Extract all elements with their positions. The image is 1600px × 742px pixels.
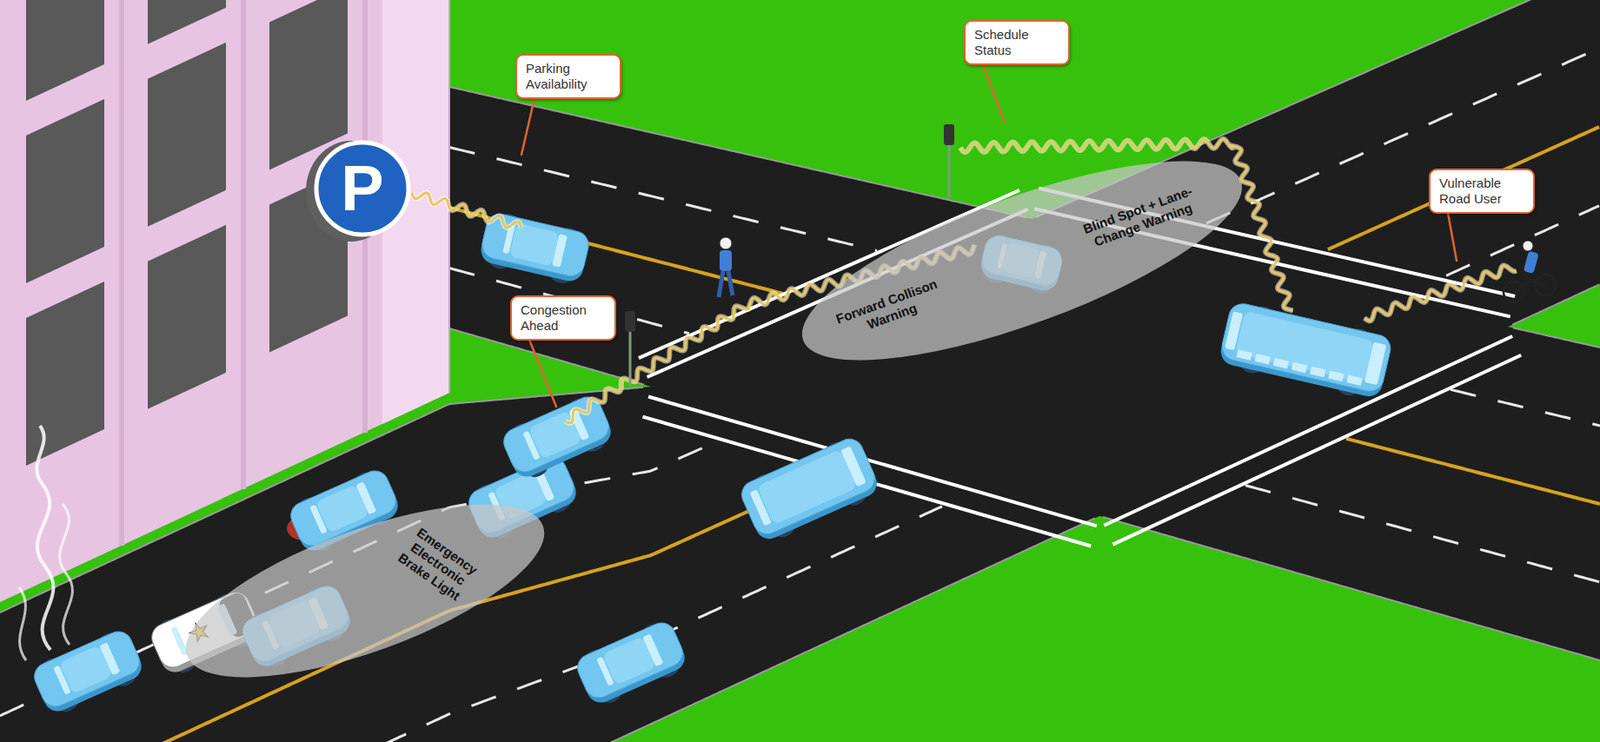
car-rear-window xyxy=(170,626,189,657)
zone-shape xyxy=(779,119,1266,403)
cyclist-body xyxy=(1523,251,1540,274)
callout-text: Schedule Status xyxy=(974,26,1058,59)
car-body xyxy=(573,618,688,703)
warning-zone: Forward Collison WarningBlind Spot + Lan… xyxy=(779,119,1266,403)
building-pillar xyxy=(240,0,246,490)
car-roof xyxy=(1234,311,1374,384)
car-windshield xyxy=(355,481,377,515)
bus-window xyxy=(1291,362,1308,374)
callout-text: Parking Availability xyxy=(525,60,610,93)
car-windshield xyxy=(99,642,120,676)
signal-wave-halo xyxy=(1364,265,1517,322)
callout-box: Vulnerable Road User xyxy=(1428,168,1535,214)
building-window xyxy=(147,0,226,45)
car-windshield xyxy=(1364,342,1388,386)
sign-disc xyxy=(316,142,409,235)
traffic-light-pole xyxy=(948,143,951,199)
bus-window xyxy=(1309,366,1326,379)
traffic-light xyxy=(624,311,636,332)
car-windshield xyxy=(551,233,568,268)
callout-box: Schedule Status xyxy=(963,19,1070,66)
car-rear-window xyxy=(596,657,615,687)
bicycle-frame xyxy=(1513,272,1546,293)
car-roof xyxy=(509,223,560,267)
car-body xyxy=(1219,300,1394,394)
callout-box: Parking Availability xyxy=(515,53,622,100)
callout-box: Congestion Ahead xyxy=(510,295,617,341)
car-roof xyxy=(756,449,858,525)
cyclist xyxy=(1503,240,1556,303)
pedestrian-head xyxy=(719,237,732,250)
bus-window xyxy=(1273,358,1289,370)
callout-pointer xyxy=(529,339,557,407)
bus-window xyxy=(1235,349,1252,361)
building-pillar xyxy=(119,0,125,546)
signal-wave xyxy=(411,192,522,228)
building-edge xyxy=(448,0,451,393)
callout-text: Congestion Ahead xyxy=(520,302,605,334)
car-windshield xyxy=(840,445,867,487)
car-windshield xyxy=(642,633,664,667)
signal-wave xyxy=(1364,265,1517,322)
bus-window xyxy=(1327,371,1344,383)
road-edge xyxy=(0,0,1537,613)
pedestrian-leg xyxy=(728,271,733,296)
pedestrian xyxy=(718,237,733,298)
building-window xyxy=(26,0,105,101)
callout-text: Vulnerable Road User xyxy=(1439,175,1523,207)
cyclist-head xyxy=(1522,240,1534,252)
car-rear-window xyxy=(309,504,328,535)
car xyxy=(498,391,618,485)
warning-zone: Emergency Electronic Brake Light xyxy=(164,466,567,716)
bus xyxy=(1217,299,1395,404)
pedestrian-body xyxy=(719,250,732,272)
callout-pointer xyxy=(982,64,1005,123)
car xyxy=(572,617,691,711)
car-rear-window xyxy=(522,431,541,461)
bus-window xyxy=(1254,353,1271,366)
building-window xyxy=(147,42,226,227)
traffic-light xyxy=(943,124,955,146)
smoke xyxy=(59,504,74,645)
car-body xyxy=(30,627,145,711)
smoke xyxy=(19,587,27,661)
building-window xyxy=(147,225,226,410)
pedestrian-leg xyxy=(718,271,724,298)
zone-shape xyxy=(164,466,567,716)
car-body xyxy=(479,211,592,279)
building-window xyxy=(26,281,105,466)
center-line xyxy=(159,126,1600,742)
crosswalk-line xyxy=(648,397,1097,527)
traffic-light-pole xyxy=(629,330,632,387)
callout-pointer xyxy=(521,98,535,155)
sign-letter: P xyxy=(340,156,384,221)
car-body xyxy=(736,434,879,538)
crosswalk-line xyxy=(642,417,1091,547)
van xyxy=(736,432,883,546)
signal-wave-halo xyxy=(411,192,522,228)
smoke xyxy=(36,425,54,651)
broken-down-car xyxy=(29,625,148,719)
zone-ellipse xyxy=(781,121,1263,401)
car-rear-window xyxy=(1224,311,1243,351)
car-rear-window xyxy=(749,489,771,526)
bus-window xyxy=(1346,375,1362,387)
car-rear-window xyxy=(53,665,72,696)
parking-sign: P xyxy=(313,139,412,238)
building-window xyxy=(26,99,105,284)
zone-ellipse xyxy=(165,469,565,714)
callout-pointer xyxy=(1447,212,1457,261)
